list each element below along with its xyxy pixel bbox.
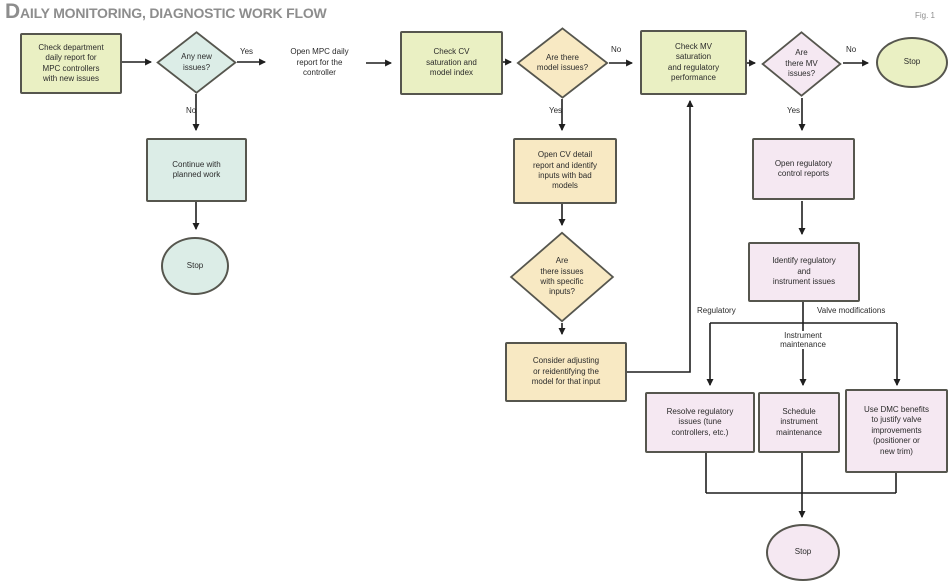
node-identify-regulatory-instrument-issues: Identify regulatory and instrument issue… <box>748 242 860 302</box>
node-label: Stop <box>186 260 204 270</box>
label-branch-regulatory: Regulatory <box>697 306 736 315</box>
node-open-cv-detail-report: Open CV detail report and identify input… <box>513 138 617 204</box>
decision-mv-issues: Are there MV issues? <box>761 31 842 97</box>
diamond-shape <box>761 31 842 97</box>
node-check-department-report: Check department daily report for MPC co… <box>20 33 122 94</box>
node-label: Continue with planned work <box>172 159 221 179</box>
node-label: Resolve regulatory issues (tune controll… <box>666 406 734 437</box>
node-label: Schedule instrument maintenance <box>776 406 822 437</box>
node-resolve-regulatory-issues: Resolve regulatory issues (tune controll… <box>645 392 755 453</box>
node-consider-adjusting-model: Consider adjusting or reidentifying the … <box>505 342 627 402</box>
decision-model-issues: Are there model issues? <box>516 27 609 99</box>
node-label: Any new issues? <box>181 52 212 72</box>
decision-specific-inputs: Are there issues with specific inputs? <box>509 231 615 323</box>
step-open-mpc-report: Open MPC daily report for the controller <box>272 42 367 84</box>
label-branch-valve-modifications: Valve modifications <box>817 306 886 315</box>
node-label: Consider adjusting or reidentifying the … <box>531 356 601 387</box>
node-label: Use DMC benefits to justify valve improv… <box>864 405 929 456</box>
terminator-stop-bottom: Stop <box>766 524 840 581</box>
node-label: Are there model issues? <box>536 52 589 72</box>
terminator-stop-left: Stop <box>161 237 229 295</box>
arrow-consider-to-checkmv-feedback <box>627 99 694 373</box>
node-label: Check MV saturation and regulatory perfo… <box>667 41 720 82</box>
node-label: Stop <box>794 547 812 557</box>
label-no-any-new-issues: No <box>186 106 197 115</box>
diamond-shape <box>509 231 615 323</box>
label-yes-any-new-issues: Yes <box>240 47 254 56</box>
node-label: Identify regulatory and instrument issue… <box>772 256 836 287</box>
node-check-mv-saturation: Check MV saturation and regulatory perfo… <box>640 30 747 95</box>
diamond-shape <box>516 27 609 99</box>
node-use-dmc-benefits: Use DMC benefits to justify valve improv… <box>845 389 948 473</box>
figure-label: Fig. 1 <box>915 11 936 20</box>
page-title: Daily monitoring, diagnostic work flow <box>5 0 327 23</box>
label-no-model-issues: No <box>611 45 622 54</box>
node-label: Stop <box>903 57 921 67</box>
node-continue-planned-work: Continue with planned work <box>146 138 247 202</box>
node-label: Are there MV issues? <box>785 48 818 79</box>
node-schedule-instrument-maintenance: Schedule instrument maintenance <box>758 392 840 453</box>
node-open-regulatory-reports: Open regulatory control reports <box>752 138 855 200</box>
label-branch-instrument-maintenance: Instrument maintenance <box>762 331 844 349</box>
terminator-stop-top: Stop <box>876 37 948 88</box>
label-no-mv-issues: No <box>846 45 857 54</box>
node-label: Open MPC daily report for the controller <box>290 47 349 78</box>
decision-any-new-issues: Any new issues? <box>156 31 237 94</box>
node-label: Are there issues with specific inputs? <box>540 256 584 297</box>
node-label: Check CV saturation and model index <box>426 47 477 78</box>
node-label: Open CV detail report and identify input… <box>532 150 598 191</box>
diamond-shape <box>156 31 237 94</box>
node-label: Check department daily report for MPC co… <box>38 42 104 83</box>
label-yes-mv-issues: Yes <box>787 106 801 115</box>
label-yes-model-issues: Yes <box>549 106 563 115</box>
node-label: Open regulatory control reports <box>774 158 833 178</box>
node-check-cv-saturation: Check CV saturation and model index <box>400 31 503 95</box>
